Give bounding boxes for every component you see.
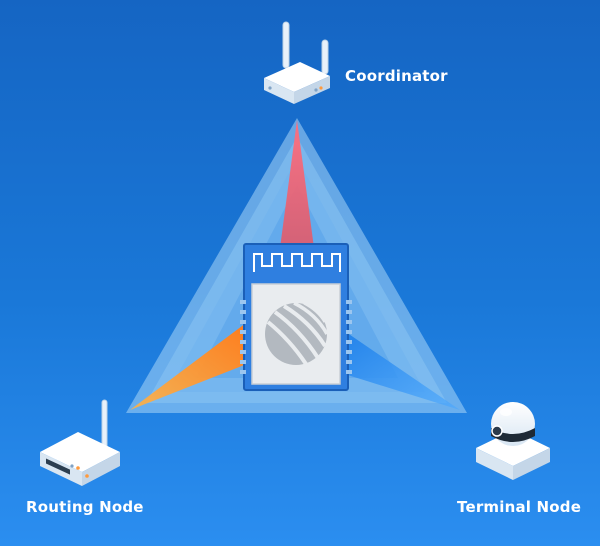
beam-routing-node bbox=[130, 320, 252, 410]
pcb-antenna bbox=[253, 253, 341, 272]
striped-sphere-logo-icon bbox=[265, 301, 329, 366]
routing-router-icon bbox=[40, 399, 120, 486]
wifi-router-icon bbox=[264, 21, 330, 104]
terminal-node-label: Terminal Node bbox=[457, 498, 582, 516]
routing-node-label: Routing Node bbox=[26, 498, 144, 516]
beam-coordinator bbox=[280, 120, 314, 248]
beam-terminal-node bbox=[338, 328, 460, 410]
coordinator-label: Coordinator bbox=[345, 67, 448, 85]
dome-camera-icon bbox=[476, 402, 550, 480]
zigbee-module-icon bbox=[240, 243, 352, 391]
